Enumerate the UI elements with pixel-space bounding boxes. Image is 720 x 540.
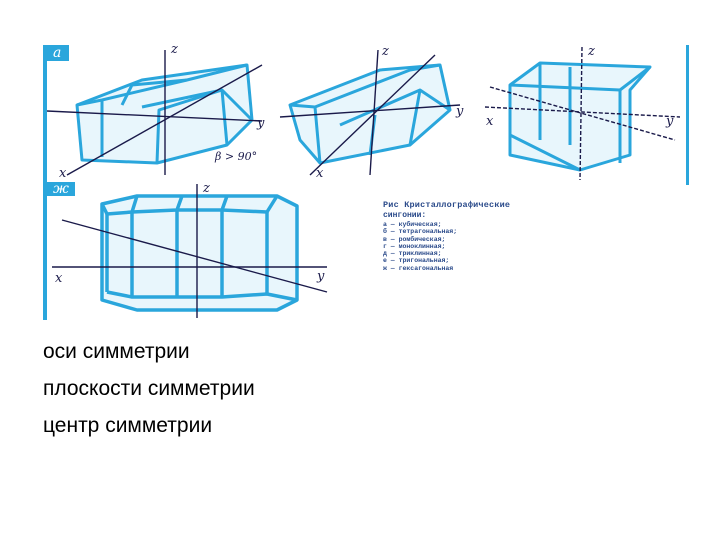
crystal-panel-monoclinic: а z y x β > 90° (43, 45, 274, 185)
panel-tag-bg (47, 45, 69, 61)
axis-label-x: x (486, 114, 494, 129)
axes (52, 184, 328, 318)
panel-tag-zh: ж (53, 182, 69, 197)
axis-label-z: z (381, 45, 389, 59)
axis-label-x: x (316, 166, 324, 181)
symmetry-center-text: центр симметрии (43, 414, 213, 437)
caption-item: д — триклинная; (383, 250, 442, 258)
caption-item: г — моноклинная; (383, 242, 446, 250)
angle-note: β > 90° (214, 150, 257, 163)
axis-label-x: x (55, 271, 63, 286)
caption-list: а — кубическая; б — тетрагональная; в — … (383, 221, 553, 272)
crystal-outline (288, 63, 452, 165)
crystal-outline (100, 194, 299, 312)
monoclinic-crystal-drawing: а z y x β > 90° (47, 45, 265, 181)
panel-tag-bg (47, 182, 75, 196)
axis-label-z: z (202, 182, 210, 196)
figure-caption: Рис Кристаллографические сингонии: а — к… (383, 200, 553, 272)
symmetry-planes-text: плоскости симметрии (43, 377, 255, 400)
caption-item: б — тетрагональная; (383, 228, 458, 236)
hexagonal-crystal-drawing: ж z y x (47, 182, 328, 318)
panel-tag-a: а (53, 45, 61, 61)
caption-item: в — ромбическая; (383, 235, 446, 243)
axes (47, 50, 263, 176)
axis-label-y: y (665, 114, 674, 129)
caption-subtitle: сингонии: (383, 211, 427, 220)
axis-label-y: y (256, 116, 265, 131)
caption-item: ж — гексагональная (383, 264, 454, 272)
axes (279, 49, 461, 176)
caption-item: а — кубическая; (383, 221, 442, 228)
crystal-outline (508, 61, 652, 172)
caption-title: Рис Кристаллографические (383, 200, 511, 210)
orthorhombic-crystal-drawing: z y x (484, 45, 681, 181)
axis-label-y: y (316, 269, 325, 284)
crystal-panel-hexagonal: ж z y x (43, 182, 335, 320)
caption-item: е — тригональная; (383, 257, 450, 265)
crystal-panel-orthorhombic: z y x (480, 45, 689, 185)
symmetry-elements-list: оси симметрии плоскости симметрии центр … (43, 333, 255, 444)
axes (484, 46, 681, 181)
crystal-panel-triclinic: z y x (270, 45, 480, 185)
symmetry-axes-text: оси симметрии (43, 340, 190, 363)
axis-label-y: y (455, 104, 464, 119)
axis-label-z: z (587, 45, 595, 59)
axis-label-x: x (59, 166, 67, 181)
axis-label-z: z (170, 45, 178, 57)
triclinic-crystal-drawing: z y x (279, 45, 464, 181)
